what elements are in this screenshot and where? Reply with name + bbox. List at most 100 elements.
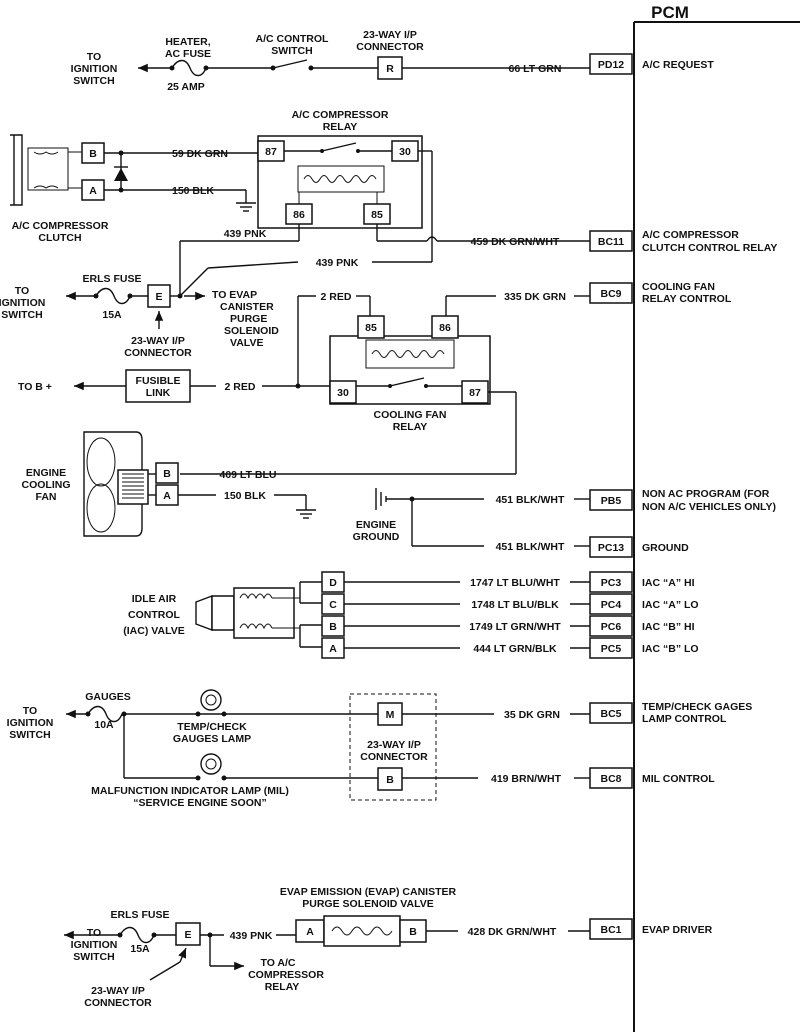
fuse-symbol <box>119 926 155 944</box>
pcm-pin-pc13: PC13 GROUND <box>589 536 689 558</box>
wire-label: 2 RED <box>321 291 352 303</box>
fan-symbol <box>83 431 143 537</box>
iac-label: IDLE AIR <box>132 593 177 605</box>
iac-pin: C <box>329 599 337 611</box>
pin-label: PC4 <box>601 599 622 611</box>
wire-label: 451 BLK/WHT <box>496 494 565 506</box>
pcm-pin-pc5: PC5 IAC “B” LO <box>589 637 699 659</box>
evap-label: SOLENOID <box>224 325 279 337</box>
ac-compressor-circuit: B A A/C COMPRESSOR CLUTCH 59 DK GRN 150 … <box>10 109 590 269</box>
connector-label: CONNECTOR <box>356 41 424 53</box>
pin-label: BC8 <box>600 773 621 785</box>
to-ignition-label: SWITCH <box>9 729 50 741</box>
relay-coil <box>371 350 445 358</box>
fuse-symbol <box>87 705 123 723</box>
fuse-label: ERLS FUSE <box>111 909 170 921</box>
relay-label: A/C COMPRESSOR <box>292 109 389 121</box>
relay-label: COOLING FAN <box>374 409 447 421</box>
iac-circuit: IDLE AIR CONTROL (IAC) VALVE D C B A 174… <box>123 571 590 659</box>
wire-label: 451 BLK/WHT <box>496 541 565 553</box>
pin-function: A/C COMPRESSOR <box>642 229 739 241</box>
switch-label: SWITCH <box>271 45 312 57</box>
iac-pin: D <box>329 577 337 589</box>
erls-top-circuit: TO IGNITION SWITCH ERLS FUSE 15A E 23-WA… <box>0 241 299 359</box>
wire-label: 335 DK GRN <box>504 291 566 303</box>
pin-function: CLUTCH CONTROL RELAY <box>642 242 777 254</box>
valve-pin: B <box>409 926 417 938</box>
relay-pin: 30 <box>337 387 349 399</box>
pin-function: NON A/C VEHICLES ONLY) <box>642 501 776 513</box>
pcm-pin-pb5: PB5 NON AC PROGRAM (FOR NON A/C VEHICLES… <box>589 488 776 513</box>
fuse-rating: 25 AMP <box>167 81 205 93</box>
pcm-pin-pd12: PD12 A/C REQUEST <box>589 53 714 75</box>
engine-ground-label: ENGINE <box>356 519 396 531</box>
wire-label: 419 BRN/WHT <box>491 773 562 785</box>
to-relay-label: COMPRESSOR <box>248 969 324 981</box>
fuse-rating: 15A <box>130 943 150 955</box>
pin-label: BC11 <box>598 236 624 248</box>
pin-label: PD12 <box>598 59 624 71</box>
to-ignition-label: TO <box>23 705 37 717</box>
pin-label: BC5 <box>600 708 621 720</box>
to-ignition-label: SWITCH <box>73 75 114 87</box>
wire-label: 150 BLK <box>224 490 266 502</box>
clutch-symbol <box>10 134 23 206</box>
pin-label: BC9 <box>600 288 621 300</box>
relay-pin: 87 <box>469 387 481 399</box>
connector-pin: E <box>155 291 162 303</box>
wire-label: 2 RED <box>225 381 256 393</box>
evap-circuit: TO IGNITION SWITCH ERLS FUSE 15A E 23-WA… <box>64 886 590 1009</box>
to-ignition-label: SWITCH <box>1 309 42 321</box>
wire-label: 59 DK GRN <box>172 148 228 160</box>
fuse-rating: 15A <box>102 309 122 321</box>
fan-label: FAN <box>36 491 57 503</box>
to-ignition-label: SWITCH <box>73 951 114 963</box>
pcm-title: PCM <box>651 3 689 22</box>
relay-pin: 86 <box>293 209 305 221</box>
connector-label: CONNECTOR <box>360 751 428 763</box>
wire-label: 35 DK GRN <box>504 709 560 721</box>
diode-symbol <box>114 168 128 181</box>
wire-label: 409 LT BLU <box>220 469 277 481</box>
pin-function: COOLING FAN <box>642 281 715 293</box>
iac-pin: B <box>329 621 337 633</box>
evap-label: PURGE <box>230 313 267 325</box>
fuse-symbol <box>95 287 131 305</box>
connector-pin: M <box>386 709 395 721</box>
connector-label: 23-WAY I/P <box>367 739 421 751</box>
to-ignition-label: TO <box>87 51 101 63</box>
pin-function: IAC “B” LO <box>642 643 699 655</box>
to-ignition-label: TO <box>87 927 101 939</box>
engine-ground-label: GROUND <box>353 531 400 543</box>
wire-label: 439 PNK <box>316 257 359 269</box>
connector-label: CONNECTOR <box>124 347 192 359</box>
clutch-pin: A <box>89 185 97 197</box>
fusible-link-label: FUSIBLE <box>136 375 181 387</box>
wire-label: 459 DK GRN/WHT <box>471 236 560 248</box>
wire-label: 150 BLK <box>172 185 214 197</box>
pin-label: PC5 <box>601 643 622 655</box>
fuse-label: GAUGES <box>85 691 131 703</box>
wire-label: 1748 LT BLU/BLK <box>471 599 559 611</box>
fan-pin: B <box>163 468 171 480</box>
pin-label: PC13 <box>598 542 624 554</box>
to-relay-label: TO A/C <box>260 957 295 969</box>
valve-pin: A <box>306 926 314 938</box>
valve-label: PURGE SOLENOID VALVE <box>302 898 433 910</box>
lamp-label: TEMP/CHECK <box>177 721 247 733</box>
lamp-label: GAUGES LAMP <box>173 733 251 745</box>
pcm-pin-bc9: BC9 COOLING FAN RELAY CONTROL <box>589 281 732 305</box>
gauges-circuit: TO IGNITION SWITCH GAUGES 10A TEMP/CHECK… <box>7 689 590 809</box>
pcm-pin-pc4: PC4 IAC “A” LO <box>589 593 699 615</box>
wire-label: 1749 LT GRN/WHT <box>469 621 561 633</box>
pin-label: BC1 <box>600 924 621 936</box>
to-b-plus-label: TO B + <box>18 381 52 393</box>
clutch-pin: B <box>89 148 97 160</box>
pcm-pin-bc8: BC8 MIL CONTROL <box>589 767 715 789</box>
connector-outline <box>349 693 437 801</box>
connector-pin: R <box>386 63 394 75</box>
switch-label: A/C CONTROL <box>256 33 329 45</box>
evap-label: CANISTER <box>220 301 274 313</box>
relay-pin: 30 <box>399 146 411 158</box>
